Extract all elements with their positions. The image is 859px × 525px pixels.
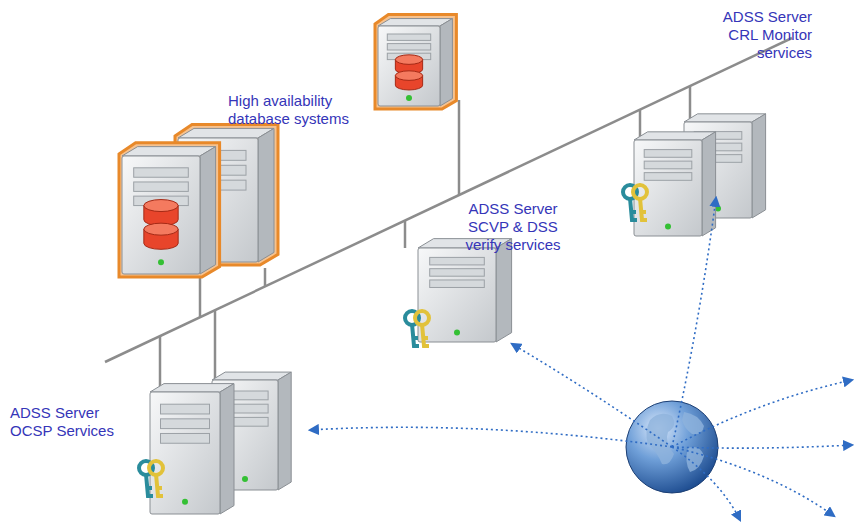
drive-bay (387, 34, 430, 40)
key-shaft (640, 198, 647, 220)
network-drop (159, 336, 162, 392)
drive-bay (161, 419, 210, 429)
key-shaft (630, 198, 637, 220)
network-link-arrow (512, 344, 672, 447)
database-server (375, 15, 456, 109)
network-drop (458, 100, 461, 195)
drive-bay (161, 404, 210, 414)
network-link-arrow (310, 427, 672, 447)
key-shaft (146, 474, 153, 496)
server-label: ADSS Server OCSP Services (10, 404, 128, 440)
power-led (406, 95, 412, 101)
power-led (158, 259, 164, 265)
drive-bay (430, 280, 485, 288)
server-side (752, 114, 766, 218)
power-led (454, 330, 460, 336)
server-group-label: ADSS Server CRL Monitor services (707, 8, 812, 64)
server-group-label: ADSS Server SCVP & DSS verify services (462, 200, 564, 256)
key-ring (149, 461, 163, 475)
drive-bay (644, 173, 692, 181)
server-front (122, 156, 200, 274)
network-link-arrow (672, 445, 852, 448)
network-drop (404, 221, 407, 248)
key-icon (405, 311, 429, 346)
continent (646, 414, 674, 465)
key-icon (139, 461, 163, 496)
server-group-label: ADSS Server OCSP Services (10, 404, 128, 442)
network-link-arrow (672, 198, 716, 447)
server-front (418, 248, 496, 342)
server-front (378, 26, 440, 106)
key-icon (623, 185, 647, 220)
database-cylinder-top (395, 55, 422, 65)
power-led (665, 223, 671, 229)
server-side (200, 147, 216, 274)
server-front (634, 140, 702, 236)
drive-bay (430, 257, 485, 265)
network-drop (264, 268, 267, 287)
database-server (119, 143, 220, 277)
drive-bay (134, 168, 189, 177)
power-led (242, 476, 248, 482)
server-side (278, 372, 291, 490)
server-front (150, 392, 220, 514)
server-glow (375, 15, 456, 109)
adss-server (634, 132, 716, 236)
network-drop (214, 310, 217, 380)
drive-bay (430, 269, 485, 277)
network-link-arrow (672, 447, 834, 516)
network-link-arrow (672, 447, 740, 520)
network-drop (689, 86, 692, 122)
key-ring (633, 185, 647, 199)
server-side (440, 19, 452, 106)
server-side (220, 384, 234, 514)
key-shaft (412, 324, 419, 346)
server-label: ADSS Server SCVP & DSS verify services (462, 200, 564, 254)
database-cylinder-top (144, 223, 178, 235)
server-glow (119, 143, 220, 277)
power-led (182, 499, 188, 505)
server-label: High availability database systems (228, 92, 373, 128)
drive-bay (387, 44, 430, 50)
drive-bay (161, 433, 210, 443)
database-cylinder-top (144, 200, 178, 212)
key-ring (415, 311, 429, 325)
server-label: ADSS Server CRL Monitor services (707, 8, 812, 62)
drive-bay (644, 150, 692, 158)
server-side (258, 128, 274, 262)
key-shaft (422, 324, 429, 346)
network-link-arrow (672, 380, 852, 447)
key-shaft (156, 474, 163, 496)
server-group-label: High availability database systems (228, 92, 373, 130)
drive-bay (644, 161, 692, 169)
adss-server (418, 239, 512, 342)
adss-server (150, 384, 234, 514)
database-cylinder-top (395, 71, 422, 81)
server-side (496, 239, 512, 342)
drive-bay (134, 182, 189, 191)
